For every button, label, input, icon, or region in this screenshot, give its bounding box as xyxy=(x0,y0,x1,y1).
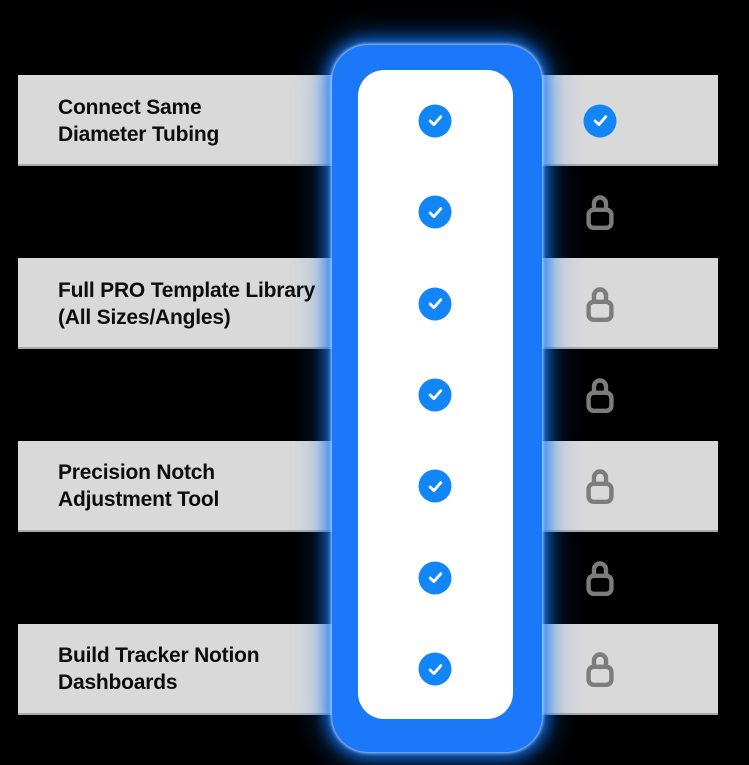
lock-icon xyxy=(584,466,616,506)
check-icon xyxy=(418,652,452,686)
feature-row xyxy=(0,166,749,257)
lock-icon xyxy=(584,649,616,689)
check-icon xyxy=(418,469,452,503)
basic-cell xyxy=(584,284,616,324)
feature-label-line: Diameter Tubing xyxy=(58,122,220,146)
basic-cell xyxy=(584,466,616,506)
basic-cell xyxy=(583,104,617,138)
pro-cell xyxy=(418,287,452,321)
check-icon xyxy=(418,287,452,321)
lock-icon xyxy=(584,192,616,232)
check-icon xyxy=(418,104,452,138)
lock-icon xyxy=(584,558,616,598)
basic-cell xyxy=(584,192,616,232)
basic-cell xyxy=(584,649,616,689)
pro-cell xyxy=(418,652,452,686)
lock-icon xyxy=(584,284,616,324)
feature-label-line: Full PRO Template Library xyxy=(58,278,316,302)
feature-label-line: Precision Notch xyxy=(58,461,215,485)
basic-cell xyxy=(584,558,616,598)
check-icon xyxy=(418,561,452,595)
pro-cell xyxy=(418,469,452,503)
feature-label-line: Dashboards xyxy=(58,671,178,695)
check-icon xyxy=(583,104,617,138)
check-icon xyxy=(418,378,452,412)
pro-cell xyxy=(418,378,452,412)
pro-cell xyxy=(418,104,452,138)
pro-cell xyxy=(418,195,452,229)
feature-label-line: Adjustment Tool xyxy=(58,488,220,512)
feature-row xyxy=(0,532,749,623)
pro-cell xyxy=(418,561,452,595)
check-icon xyxy=(418,195,452,229)
lock-icon xyxy=(584,375,616,415)
feature-label-line: (All Sizes/Angles) xyxy=(58,305,231,329)
feature-row xyxy=(0,349,749,440)
basic-cell xyxy=(584,375,616,415)
feature-label-line: Connect Same xyxy=(58,95,202,119)
feature-label: Full PRO Template Library (All Sizes/Angl… xyxy=(58,277,315,331)
feature-label-line: Build Tracker Notion xyxy=(58,644,260,668)
